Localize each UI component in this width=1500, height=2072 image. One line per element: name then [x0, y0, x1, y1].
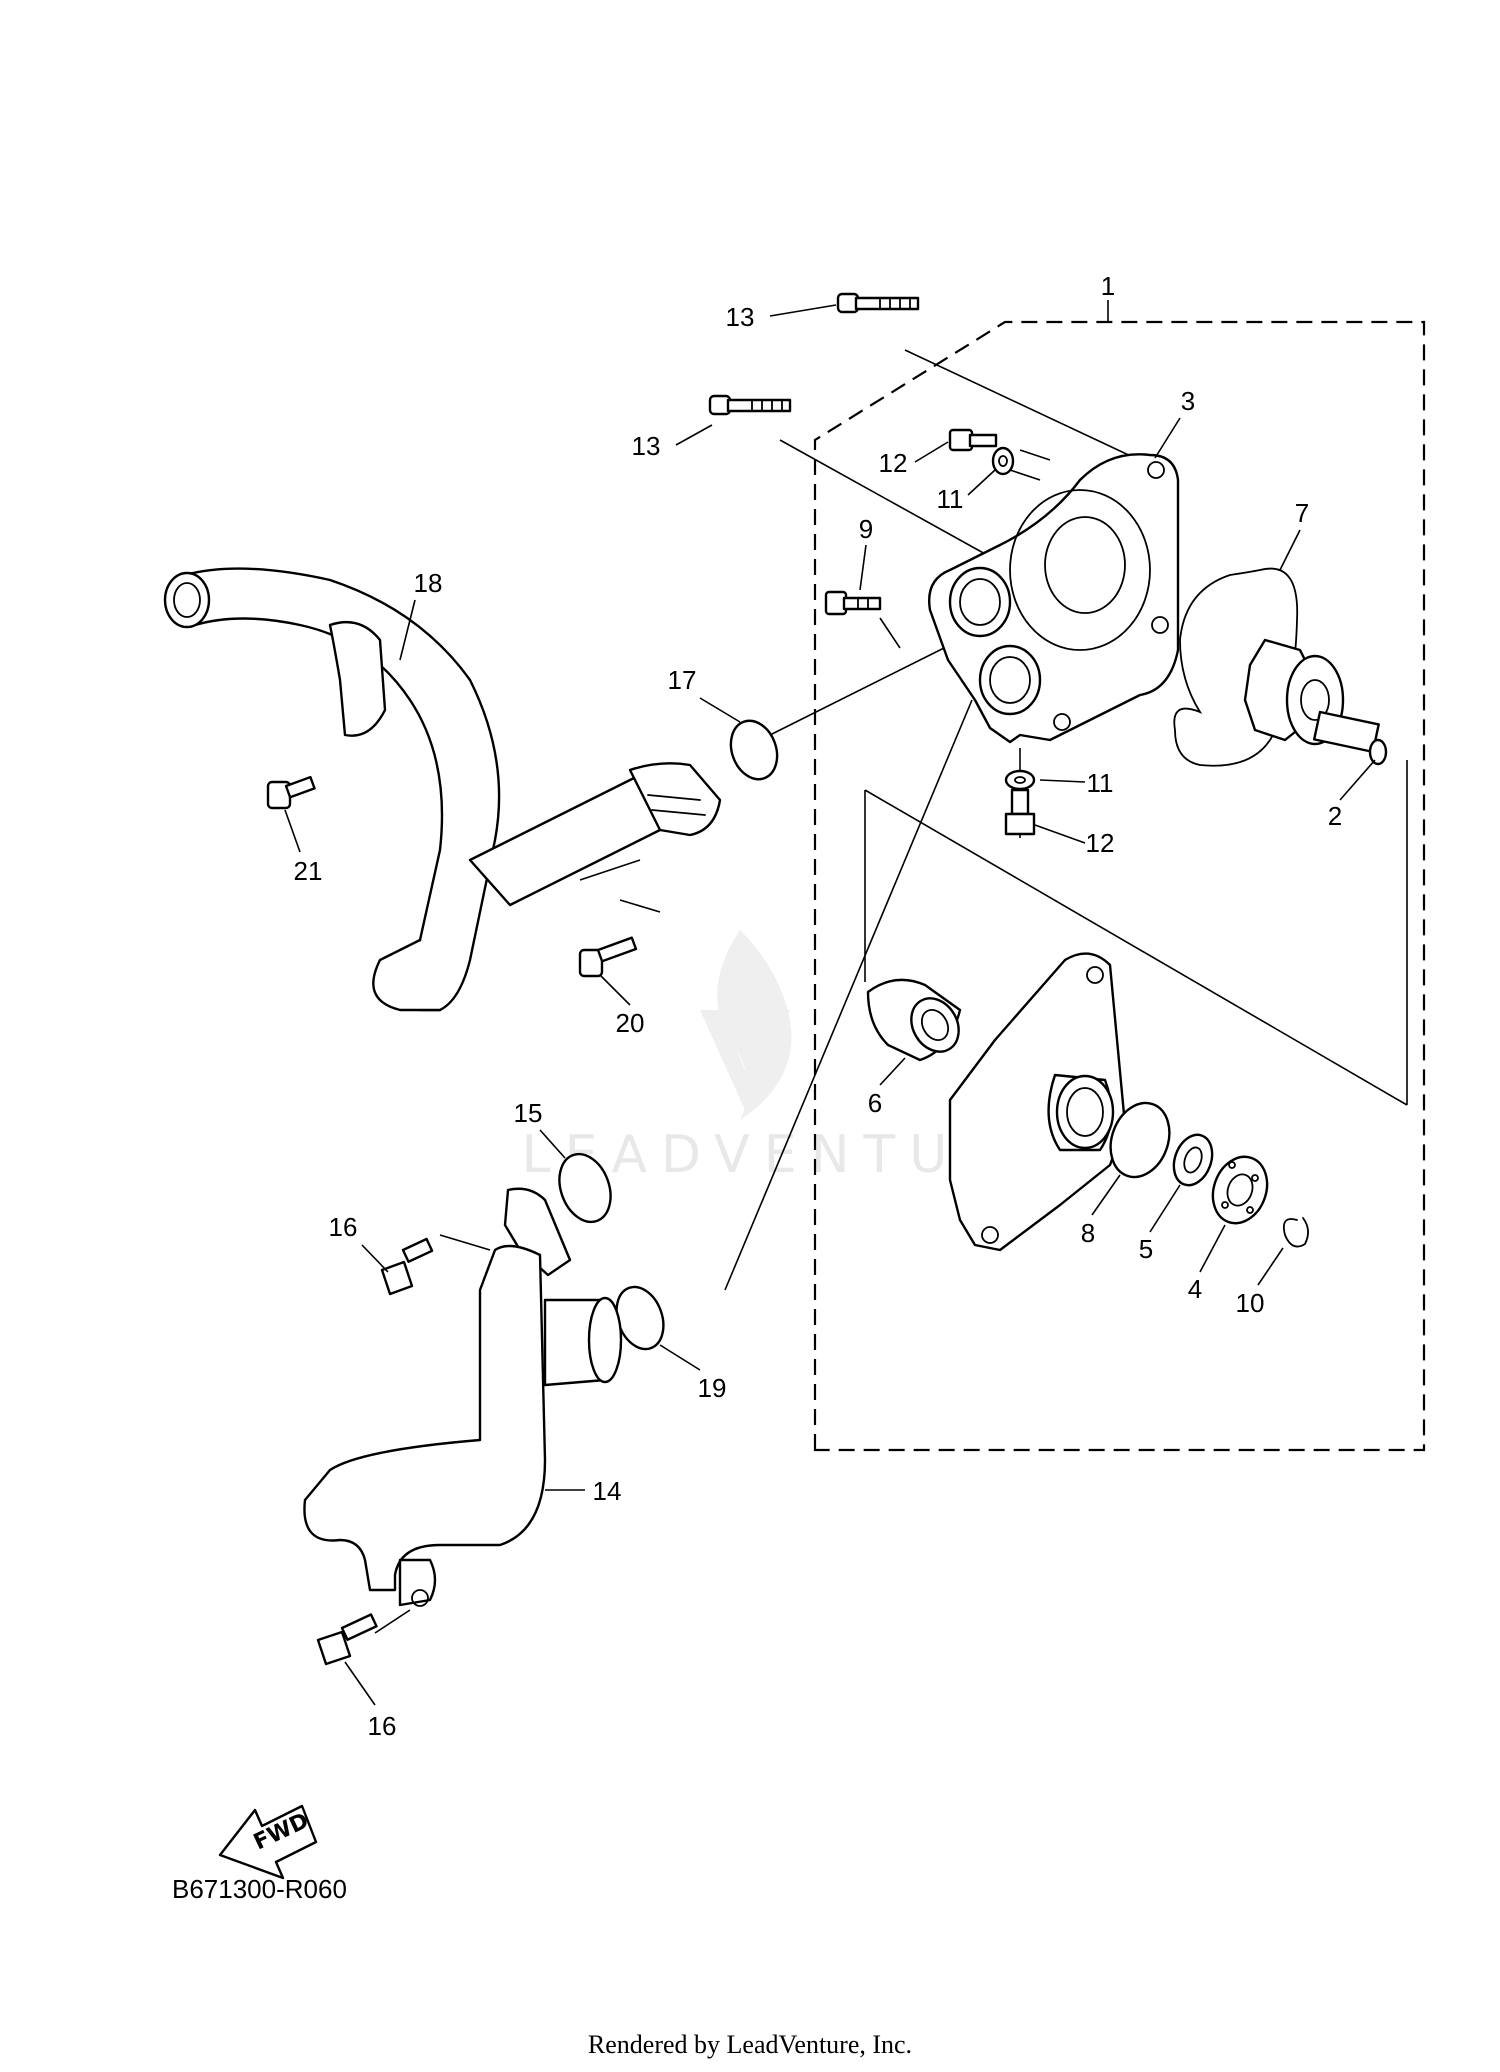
callout-11-upper: 11 [937, 484, 964, 514]
bolt-12-upper [948, 428, 998, 452]
leader-lines [374, 349, 1408, 1634]
render-credit: Rendered by LeadVenture, Inc. [588, 2030, 912, 2059]
callout-1: 1 [1101, 271, 1115, 301]
callout-3: 3 [1181, 386, 1195, 416]
washer-11-lower [1004, 769, 1036, 791]
callout-4: 4 [1188, 1274, 1202, 1304]
callout-21: 21 [294, 856, 323, 886]
washer-11-upper [991, 446, 1015, 476]
callout-15: 15 [514, 1098, 543, 1128]
callout-leaders [284, 304, 1376, 1706]
callout-6: 6 [868, 1088, 882, 1118]
bolt-20 [578, 936, 638, 978]
bolt-9 [824, 590, 882, 616]
pump-housing-3 [928, 453, 1180, 744]
callout-12-lower: 12 [1086, 828, 1115, 858]
callout-13-lower: 13 [632, 431, 661, 461]
bolt-13-upper [836, 292, 920, 314]
callout-14: 14 [593, 1476, 622, 1506]
bolt-13-lower [708, 394, 792, 416]
callout-17: 17 [668, 665, 697, 695]
callout-19: 19 [698, 1373, 727, 1403]
callout-16-upper: 16 [329, 1212, 358, 1242]
seal-6 [866, 978, 962, 1062]
callout-5: 5 [1139, 1234, 1153, 1264]
circlip-10 [1282, 1217, 1309, 1248]
callout-20: 20 [616, 1008, 645, 1038]
callout-18: 18 [414, 568, 443, 598]
hose-18 [163, 567, 722, 1012]
impeller-shaft-2 [1243, 638, 1388, 766]
seal-5 [1172, 1133, 1214, 1187]
bearing-4 [1211, 1155, 1269, 1225]
callout-12-upper: 12 [879, 448, 908, 478]
pipe-14 [303, 1187, 623, 1607]
callout-7: 7 [1295, 498, 1309, 528]
callout-2: 2 [1328, 801, 1342, 831]
callout-9: 9 [859, 514, 873, 544]
callout-16-lower: 16 [368, 1711, 397, 1741]
oring-15 [558, 1152, 612, 1224]
oring-8 [1109, 1101, 1171, 1179]
forward-arrow-icon: FWD [218, 1804, 318, 1880]
callout-10: 10 [1236, 1288, 1265, 1318]
callouts: 1 2 3 4 5 6 7 8 9 10 11 11 12 12 13 13 1… [294, 271, 1343, 1741]
bolt-16-upper [380, 1237, 434, 1296]
bolt-21 [266, 775, 316, 810]
callout-13-upper: 13 [726, 302, 755, 332]
bolt-12-lower [1004, 788, 1036, 836]
bolt-16-lower [316, 1613, 378, 1666]
drawing-code: B671300-R060 [172, 1874, 347, 1904]
pump-cover [948, 952, 1127, 1252]
callout-11-lower: 11 [1087, 768, 1114, 798]
callout-8: 8 [1081, 1218, 1095, 1248]
oring-17 [729, 719, 779, 781]
pump-assembly-boundary [813, 300, 1426, 1452]
